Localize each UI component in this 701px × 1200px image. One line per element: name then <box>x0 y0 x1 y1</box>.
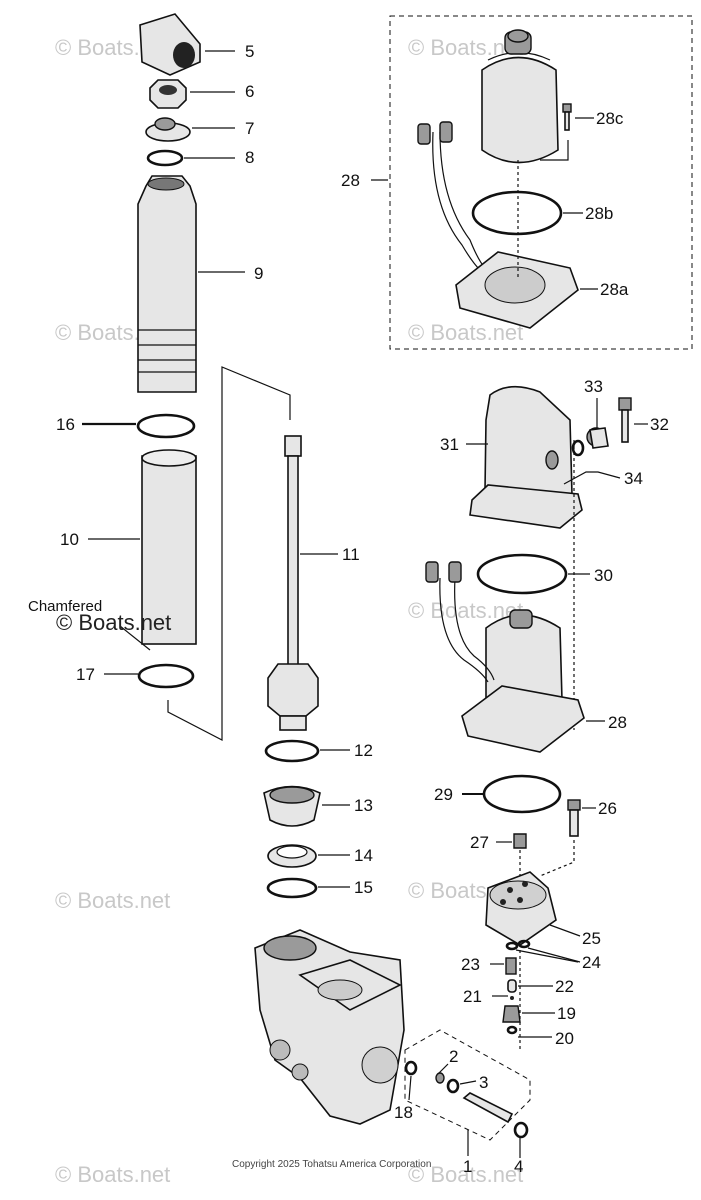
part-12-o-ring <box>264 739 350 763</box>
label-13: 13 <box>354 796 373 815</box>
watermark: © Boats.net <box>408 1162 523 1187</box>
label-7: 7 <box>245 119 254 138</box>
part-15-o-ring <box>266 877 350 899</box>
callout-labels: 5 6 7 8 9 16 10 Chamfered © Boats.net 17… <box>28 42 669 1176</box>
part-29-o-ring <box>462 774 562 814</box>
fill-plug-and-bolt <box>563 397 648 730</box>
label-20: 20 <box>555 1029 574 1048</box>
watermark: © Boats.net <box>55 888 170 913</box>
label-28a: 28a <box>600 280 629 299</box>
label-19: 19 <box>557 1004 576 1023</box>
label-11: 11 <box>342 545 360 564</box>
label-12: 12 <box>354 741 373 760</box>
copyright-text: Copyright 2025 Tohatsu America Corporati… <box>232 1159 431 1170</box>
label-17: 17 <box>76 665 95 684</box>
motor-assembly-28-box <box>371 15 693 350</box>
part-5-cap <box>139 13 235 76</box>
part-14-ring <box>267 844 350 868</box>
label-28b: 28b <box>585 204 613 223</box>
label-23: 23 <box>461 955 480 974</box>
label-2: 2 <box>449 1047 458 1066</box>
pump-small-parts <box>490 939 581 1050</box>
label-30: 30 <box>594 566 613 585</box>
label-6: 6 <box>245 82 254 101</box>
label-32: 32 <box>650 415 669 434</box>
label-24: 24 <box>582 953 601 972</box>
manifold-body <box>254 929 405 1125</box>
label-4: 4 <box>514 1157 523 1176</box>
part-26-bolt <box>539 799 596 877</box>
label-25: 25 <box>582 929 601 948</box>
label-28c: 28c <box>596 109 624 128</box>
part-30-o-ring <box>476 553 590 595</box>
watermark-dark: © Boats.net <box>56 610 171 635</box>
label-18: 18 <box>394 1103 413 1122</box>
part-6-nut <box>149 79 235 109</box>
label-22: 22 <box>555 977 574 996</box>
label-28: 28 <box>608 713 627 732</box>
label-3: 3 <box>479 1073 488 1092</box>
watermark: © Boats.net <box>408 320 523 345</box>
chamfered-note: Chamfered <box>28 598 102 615</box>
assembly-bracket-line <box>167 366 291 741</box>
part-11-piston-rod <box>267 435 338 731</box>
label-29: 29 <box>434 785 453 804</box>
label-1: 1 <box>463 1157 472 1176</box>
label-28-top: 28 <box>341 171 360 190</box>
valve-group <box>404 1029 531 1158</box>
part-8-o-ring <box>146 149 235 167</box>
label-21: 21 <box>463 987 482 1006</box>
label-27: 27 <box>470 833 489 852</box>
part-27-fitting <box>496 833 527 880</box>
label-26: 26 <box>598 799 617 818</box>
label-33: 33 <box>584 377 603 396</box>
part-10-sleeve <box>88 449 197 651</box>
label-14: 14 <box>354 846 373 865</box>
label-10: 10 <box>60 530 79 549</box>
label-31: 31 <box>440 435 459 454</box>
label-8: 8 <box>245 148 254 167</box>
label-9: 9 <box>254 264 263 283</box>
part-13-piston <box>263 785 350 827</box>
part-9-cylinder <box>137 175 245 393</box>
label-5: 5 <box>245 42 254 61</box>
label-16: 16 <box>56 415 75 434</box>
part-28-motor <box>425 561 605 753</box>
label-34: 34 <box>624 469 643 488</box>
label-15: 15 <box>354 878 373 897</box>
part-17-o-ring <box>104 663 195 689</box>
watermark: © Boats.net <box>408 35 523 60</box>
part-31-reservoir <box>466 385 583 529</box>
part-7-seal <box>145 117 235 142</box>
part-16-o-ring <box>82 413 196 439</box>
watermark: © Boats.net <box>55 1162 170 1187</box>
part-25-pump <box>485 871 581 946</box>
watermarks: © Boats.net © Boats.net © Boats.net © Bo… <box>55 35 523 1187</box>
